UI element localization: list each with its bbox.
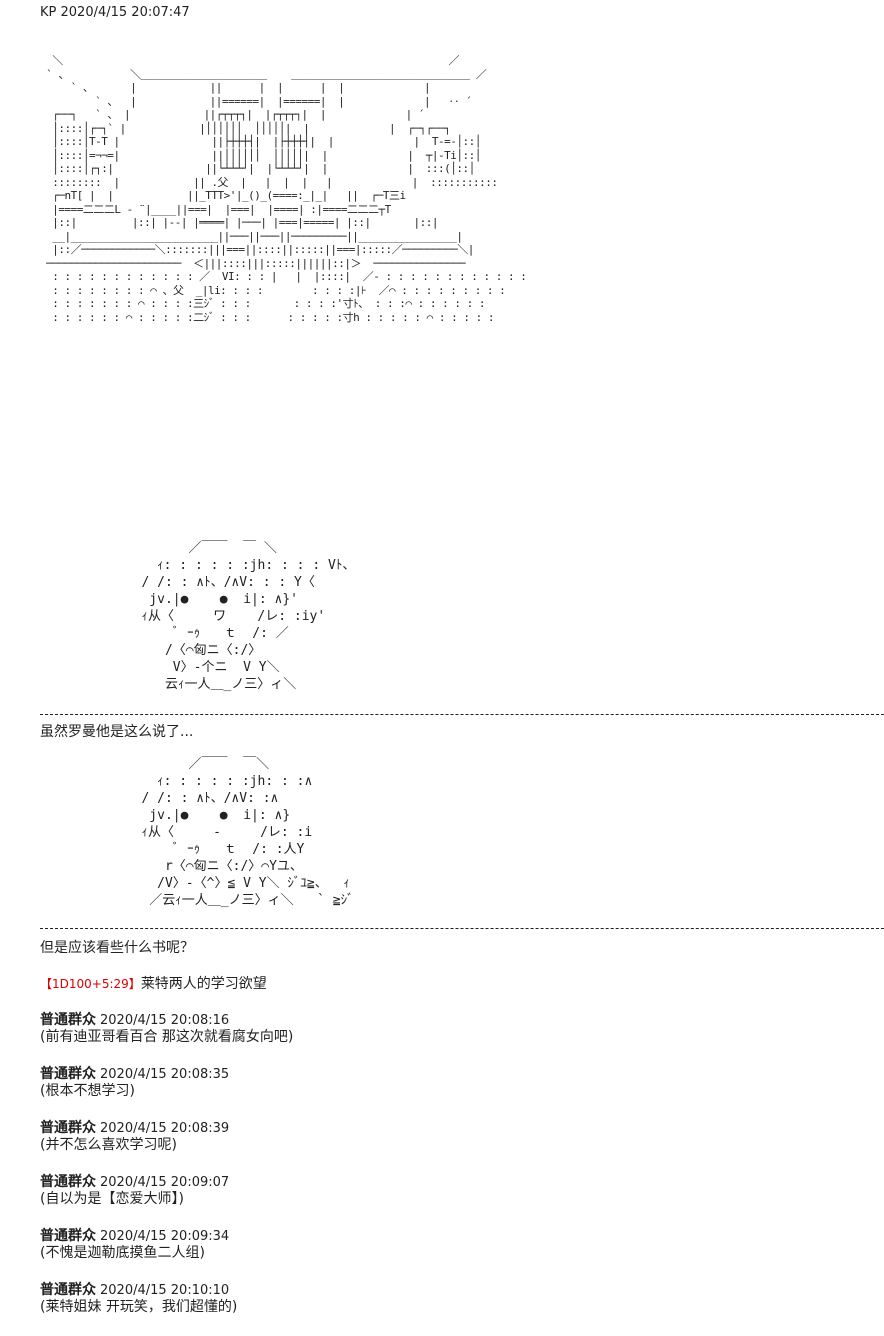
comment-author: 普通群众 — [40, 1012, 96, 1028]
comment-item: 普通群众 2020/4/15 20:08:35 (根本不想学习) — [40, 1066, 860, 1120]
dice-bracket-close: 】 — [128, 977, 141, 991]
comment-text: (前有迪亚哥看百合 那这次就看腐女向吧) — [40, 1029, 294, 1045]
comment-header: 普通群众 2020/4/15 20:08:39 — [40, 1120, 860, 1137]
comment-list: 普通群众 2020/4/15 20:08:16 (前有迪亚哥看百合 那这次就看腐女… — [40, 1012, 860, 1336]
comment-author: 普通群众 — [40, 1120, 96, 1136]
comment-author: 普通群众 — [40, 1228, 96, 1244]
comment-time: 2020/4/15 20:08:39 — [100, 1121, 230, 1136]
comment-text: (不愧是迦勒底摸鱼二人组) — [40, 1245, 205, 1261]
character-ascii-art-1: ／￣￣ ￣ ＼ ｨ: : : : : :jh: : : : Vﾄ、 / /: :… — [141, 541, 356, 692]
building-ascii-art: ＼ ／ ` 、 ＼＿＿＿＿＿＿＿＿＿＿＿＿ ＿＿＿＿＿＿＿＿＿＿＿＿＿＿＿＿＿ … — [46, 54, 527, 324]
comment-time: 2020/4/15 20:08:16 — [100, 1013, 230, 1028]
narration-line-1: 虽然罗曼他是这么说了... — [40, 724, 194, 740]
comment-item: 普通群众 2020/4/15 20:09:34 (不愧是迦勒底摸鱼二人组) — [40, 1228, 860, 1282]
comment-text: (莱特姐妹 开玩笑，我们超懂的) — [40, 1299, 238, 1315]
comment-item: 普通群众 2020/4/15 20:09:07 (自以为是【恋爱大师】) — [40, 1174, 860, 1228]
comment-text: (根本不想学习) — [40, 1083, 135, 1099]
comment-text: (并不怎么喜欢学习呢) — [40, 1137, 177, 1153]
comment-author: 普通群众 — [40, 1066, 96, 1082]
dice-roll-label: 莱特两人的学习欲望 — [140, 976, 267, 992]
comment-time: 2020/4/15 20:09:07 — [100, 1175, 230, 1190]
comment-item: 普通群众 2020/4/15 20:08:39 (并不怎么喜欢学习呢) — [40, 1120, 860, 1174]
comment-time: 2020/4/15 20:08:35 — [100, 1067, 230, 1082]
section-divider-2 — [40, 928, 884, 929]
narration-line-2: 但是应该看些什么书呢？ — [40, 940, 194, 956]
comment-header: 普通群众 2020/4/15 20:08:35 — [40, 1066, 860, 1083]
post-header: KP 2020/4/15 20:07:47 — [40, 4, 190, 22]
comment-header: 普通群众 2020/4/15 20:09:34 — [40, 1228, 860, 1245]
character-ascii-art-2: ／￣￣ ￣＼ ｨ: : : : : :jh: : :∧ / /: : ∧ﾄ、/∧… — [141, 757, 354, 908]
dice-roll-line: 【1D100+5:29】莱特两人的学习欲望 — [40, 974, 267, 994]
comment-header: 普通群众 2020/4/15 20:08:16 — [40, 1012, 860, 1029]
post-author: KP — [40, 5, 57, 20]
dice-bracket-open: 【 — [40, 977, 53, 991]
comment-author: 普通群众 — [40, 1282, 96, 1298]
comment-text: (自以为是【恋爱大师】) — [40, 1191, 184, 1207]
comment-header: 普通群众 2020/4/15 20:09:07 — [40, 1174, 860, 1191]
dice-roll-result: 1D100+5:29 — [52, 977, 129, 991]
post-timestamp: 2020/4/15 20:07:47 — [60, 5, 190, 20]
comment-header: 普通群众 2020/4/15 20:10:10 — [40, 1282, 860, 1299]
comment-author: 普通群众 — [40, 1174, 96, 1190]
comment-item: 普通群众 2020/4/15 20:08:16 (前有迪亚哥看百合 那这次就看腐女… — [40, 1012, 860, 1066]
comment-time: 2020/4/15 20:10:10 — [100, 1283, 230, 1298]
comment-time: 2020/4/15 20:09:34 — [100, 1229, 230, 1244]
section-divider-1 — [40, 714, 884, 715]
comment-item: 普通群众 2020/4/15 20:10:10 (莱特姐妹 开玩笑，我们超懂的) — [40, 1282, 860, 1336]
